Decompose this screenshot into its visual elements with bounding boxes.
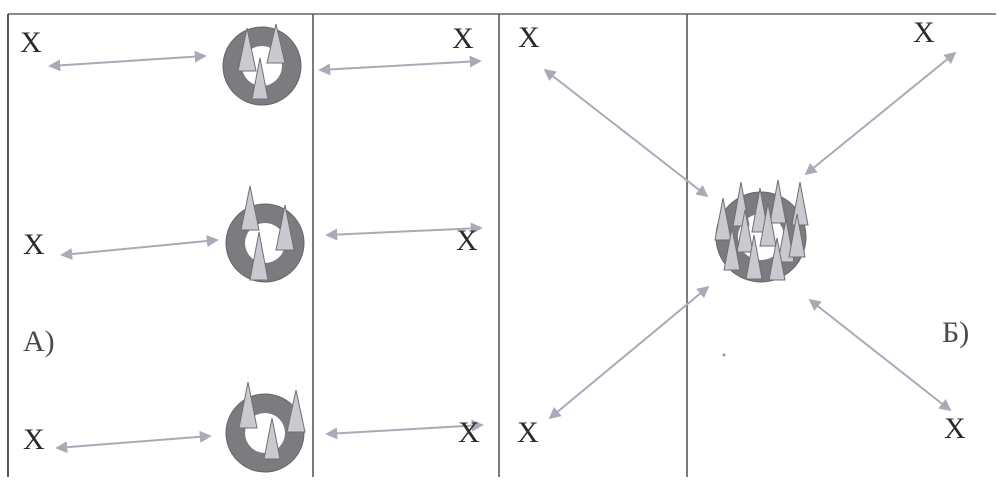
player-marker-b-bottom-left: X [517,418,539,448]
cone-cluster-b [715,180,808,282]
player-marker-a-bottom-left: X [23,425,45,455]
arrow-a-row2-left [62,240,217,255]
player-marker-b-bottom-right: X [944,414,966,444]
cone-cluster-a2 [226,186,304,282]
arrow-a-row1-right [320,61,480,70]
arrow-b-top-right [806,53,955,174]
cone-cluster-a3 [226,382,305,472]
player-marker-a-top-left: X [20,28,42,58]
player-marker-b-top-left: X [518,23,540,53]
arrow-a-row1-left [50,56,205,66]
player-marker-a-top-right: X [452,24,474,54]
player-marker-a-middle-right: X [456,226,478,256]
cone [792,182,808,225]
player-marker-a-middle-left: X [23,230,45,260]
speck [723,354,726,357]
player-marker-b-top-right: X [913,18,935,48]
arrow-b-bottom-left [550,287,708,418]
panel-b-label: Б) [942,318,969,348]
panel-a-label: А) [23,327,55,357]
arrow-b-bottom-right [810,300,950,410]
arrow-b-top-left [545,70,707,196]
arrow-a-row3-left [57,436,210,448]
cone-cluster-a1 [223,24,301,105]
player-marker-a-bottom-right: X [458,418,480,448]
